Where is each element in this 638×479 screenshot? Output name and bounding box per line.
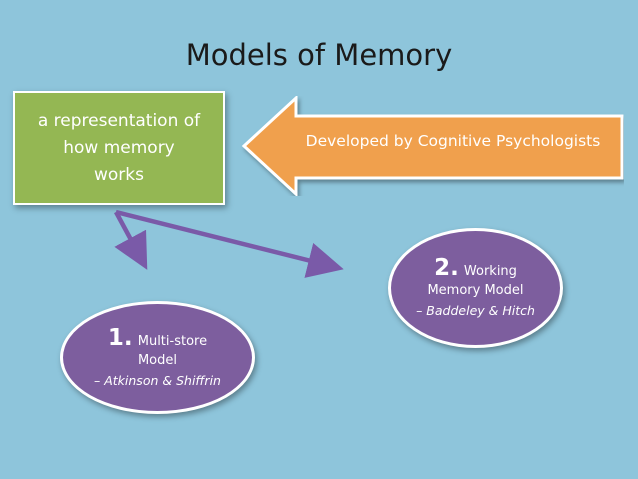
- slide-title: Models of Memory: [185, 38, 453, 72]
- model-2-name-part2: Memory Model: [427, 283, 524, 298]
- arrow-to-model-1: [114, 210, 148, 270]
- definition-line-3: works: [93, 164, 144, 185]
- model-1-circle: 1. Multi-store Model – Atkinson & Shiffr…: [60, 301, 255, 414]
- definition-box: a representation of how memory works: [13, 91, 225, 205]
- definition-line-2: how memory: [63, 137, 175, 158]
- model-2-circle: 2. Working Memory Model – Baddeley & Hit…: [388, 228, 563, 348]
- model-2-authors: – Baddeley & Hitch: [416, 303, 535, 318]
- left-arrow-shape: [241, 96, 624, 196]
- definition-line-1: a representation of: [37, 110, 201, 131]
- model-2-number: 2.: [434, 255, 459, 281]
- arrow-label: Developed by Cognitive Psychologists: [305, 132, 601, 150]
- model-2-name-part1: Working: [463, 264, 517, 279]
- model-1-number: 1.: [107, 324, 133, 351]
- model-1-name-part1: Multi-store: [137, 333, 208, 349]
- model-1-name-part2: Model: [137, 352, 178, 368]
- model-1-authors: – Atkinson & Shiffrin: [94, 372, 221, 388]
- arrow-to-model-2: [115, 209, 344, 278]
